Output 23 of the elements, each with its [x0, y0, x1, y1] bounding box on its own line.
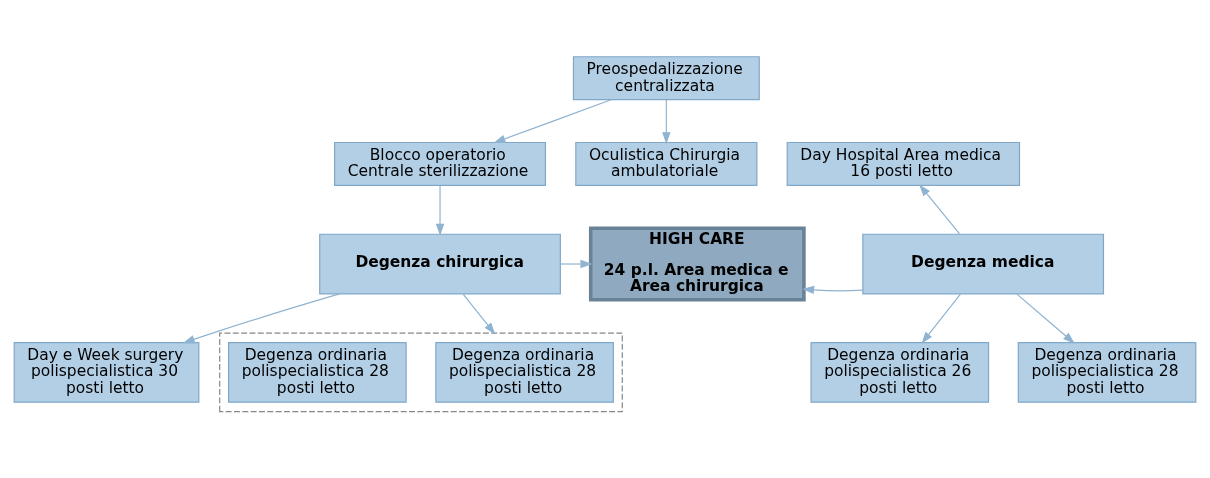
node-box: Degenza ordinaria polispecialistica 28 posti letto	[1017, 342, 1197, 403]
arrow	[435, 185, 445, 236]
node-box: Blocco operatorio Centrale sterilizzazione	[334, 141, 547, 186]
arrow	[662, 99, 671, 145]
node-box: HIGH CARE 24 p.l. Area medica e Area chirurgica	[588, 226, 806, 302]
arrow	[921, 293, 961, 344]
arrow	[1016, 293, 1075, 344]
node-box: Degenza ordinaria polispecialistica 26 posti letto	[810, 342, 990, 403]
node-box: Preospedalizzazione centralizzata	[572, 56, 760, 101]
node-box: Degenza ordinaria polispecialistica 28 posti letto	[435, 342, 614, 403]
node-box: Degenza ordinaria polispecialistica 28 posti letto	[228, 342, 407, 403]
node-box: Day Hospital Area medica 16 posti letto	[786, 141, 1021, 186]
arrow	[560, 259, 593, 269]
node-box: Oculistica Chirurgia ambulatoriale	[575, 141, 758, 186]
arrow	[182, 293, 341, 344]
node-box: Day e Week surgery polispecialistica 30 posti letto	[13, 342, 200, 403]
cluster	[219, 332, 623, 413]
arrow	[462, 293, 496, 335]
node-box: Degenza medica	[862, 233, 1105, 295]
node-box: Degenza chirurgica	[319, 233, 561, 295]
arrow	[493, 99, 612, 144]
arrow	[919, 184, 961, 235]
arrow	[802, 285, 864, 295]
